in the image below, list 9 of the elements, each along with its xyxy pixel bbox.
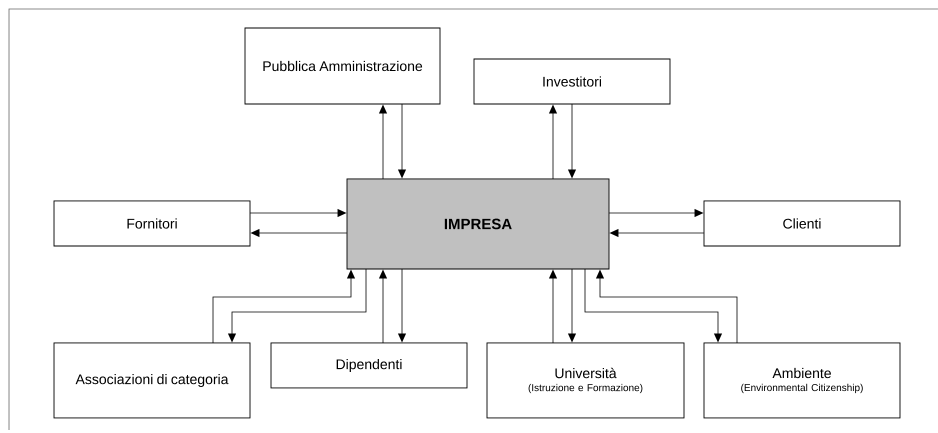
stakeholder-box: Ambiente (Environmental Citizenship): [704, 342, 900, 418]
stakeholder-box: Fornitori: [54, 200, 250, 246]
stakeholder-box: Associazioni di categoria: [54, 342, 250, 418]
stakeholder-box: Clienti: [704, 200, 900, 246]
stakeholder-box: Investitori: [474, 58, 670, 104]
center-box: IMPRESA: [346, 178, 610, 270]
stakeholder-box: Pubblica Amministrazione: [244, 28, 440, 104]
stakeholder-box: Università (Istruzione e Formazione): [486, 342, 684, 418]
stakeholder-box: Dipendenti: [270, 342, 468, 388]
